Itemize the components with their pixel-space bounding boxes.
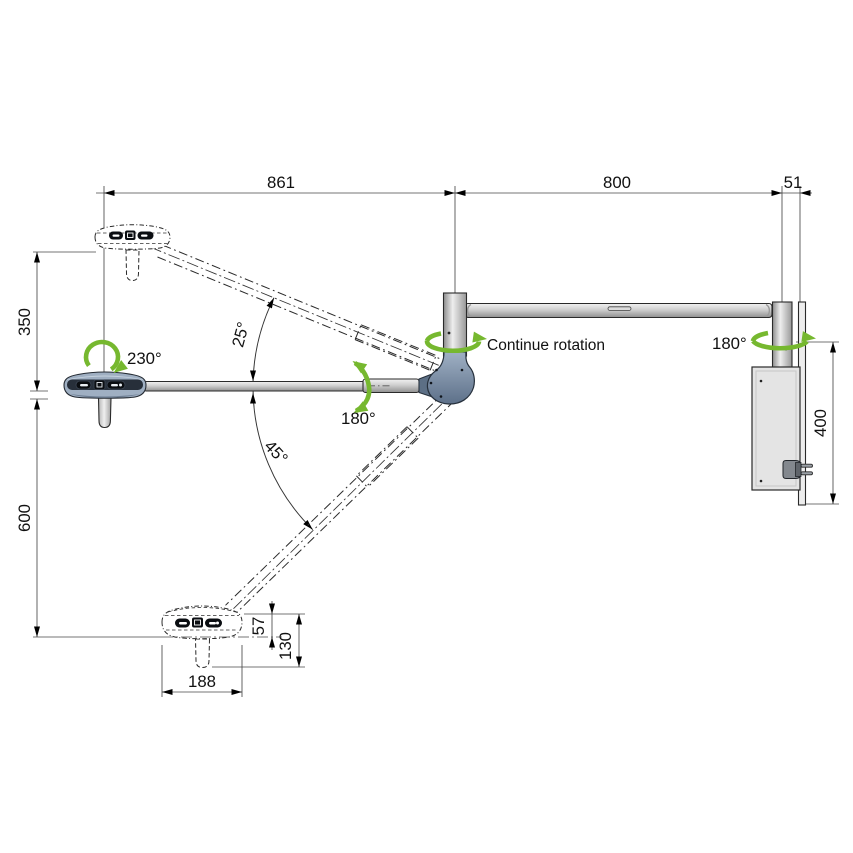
angle-45-label: 45° [260, 436, 291, 468]
dim-400-label: 400 [811, 409, 830, 437]
rotation-arrow-continue-icon [424, 331, 488, 354]
angle-arcs [250, 296, 315, 532]
lamp-handle-bottom [194, 638, 211, 669]
middle-arm-tube [143, 378, 420, 394]
angle-180-elbow-label: 180° [341, 409, 376, 428]
lamp-head-bottom [161, 605, 243, 669]
lower-arm-dashed [223, 389, 457, 619]
labels: 861 800 51 350 600 400 57 130 188 230° 2… [15, 173, 830, 691]
continue-rotation-label: Continue rotation [487, 337, 605, 354]
rotation-arrow-wall-icon [750, 330, 817, 351]
arm-slot-detail [607, 306, 632, 311]
dim-188-label: 188 [188, 672, 216, 691]
lamp-head-top [94, 224, 171, 282]
dim-350-label: 350 [15, 308, 34, 336]
dimension-lines [30, 186, 839, 697]
angle-25-label: 25° [228, 320, 253, 349]
dim-130-label: 130 [276, 632, 295, 660]
center-post [442, 292, 468, 357]
dim-51-label: 51 [784, 173, 803, 192]
lamp-handle-middle [97, 397, 112, 429]
rotation-arrow-elbow-icon [349, 356, 372, 418]
lamp-handle-top [125, 249, 140, 282]
wall-post [771, 301, 793, 370]
elbow-joint [418, 351, 475, 405]
upper-arm-dashed [149, 244, 456, 374]
dim-861-label: 861 [267, 173, 295, 192]
angle-180-wall-label: 180° [712, 334, 747, 353]
dim-57-label: 57 [249, 617, 268, 636]
top-arm-tube [464, 302, 773, 319]
rotation-arrow-230-icon [83, 339, 128, 378]
dim-800-label: 800 [603, 173, 631, 192]
lamp-head-middle [63, 371, 147, 429]
power-plug-icon [782, 460, 813, 479]
angle-230-label: 230° [127, 349, 162, 368]
dim-600-label: 600 [15, 504, 34, 532]
